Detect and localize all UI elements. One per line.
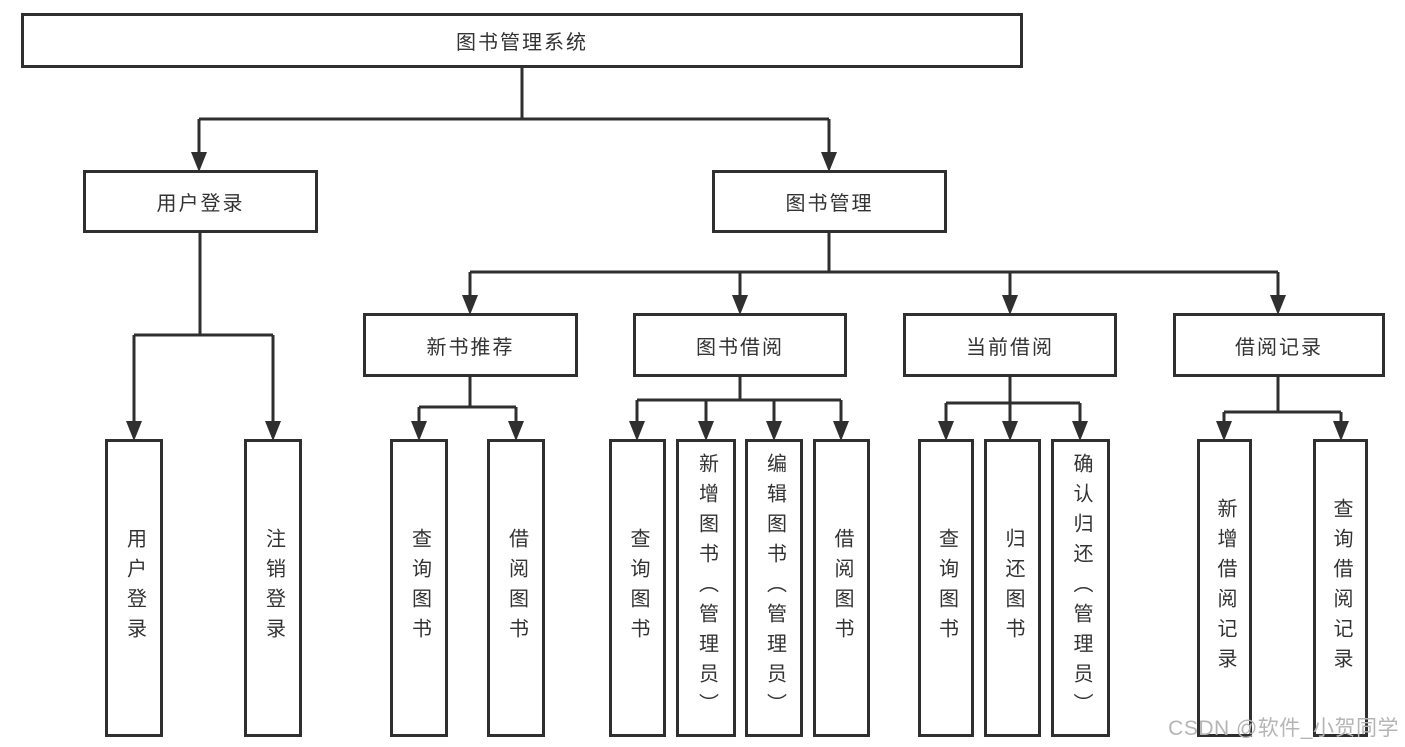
node-label: 编辑图书（管理员） — [763, 453, 786, 723]
node-label: 注销登录 — [262, 528, 285, 648]
node-book-management: 图书管理 — [712, 170, 947, 233]
node-label: 查询图书 — [408, 528, 431, 648]
node-borrowing-records: 借阅记录 — [1173, 313, 1385, 377]
node-label: 图书管理 — [785, 193, 874, 215]
leaf-add-book-admin: 新增图书（管理员） — [676, 439, 736, 737]
node-label: 查询图书 — [627, 528, 649, 648]
leaf-query-books-recommend: 查询图书 — [390, 439, 448, 737]
leaf-borrow-books-recommend: 借阅图书 — [487, 439, 545, 737]
node-label: 查询借阅记录 — [1330, 498, 1352, 678]
node-label: 图书管理系统 — [456, 32, 588, 54]
node-label: 新增借阅记录 — [1214, 498, 1236, 678]
leaf-query-books-current: 查询图书 — [918, 439, 974, 737]
node-new-book-recommend: 新书推荐 — [363, 313, 578, 377]
node-label: 借阅记录 — [1235, 336, 1323, 359]
node-label: 用户登录 — [156, 193, 245, 215]
leaf-query-borrow-record: 查询借阅记录 — [1313, 439, 1368, 737]
node-label: 新书推荐 — [426, 336, 515, 359]
node-label: 用户登录 — [123, 528, 146, 648]
leaf-user-login: 用户登录 — [105, 439, 163, 737]
leaf-edit-book-admin: 编辑图书（管理员） — [745, 439, 803, 737]
leaf-return-book: 归还图书 — [984, 439, 1041, 737]
csdn-watermark: CSDN @软件_小贺同学 — [1168, 717, 1399, 740]
node-user-login: 用户登录 — [83, 170, 318, 233]
node-label: 确认归还（管理员） — [1070, 453, 1092, 723]
leaf-add-borrow-record: 新增借阅记录 — [1197, 439, 1252, 737]
node-label: 查询图书 — [935, 528, 958, 648]
tree-edges — [126, 68, 1349, 441]
node-root-system: 图书管理系统 — [21, 13, 1023, 68]
leaf-query-books-borrowing: 查询图书 — [609, 439, 666, 737]
node-label: 归还图书 — [1002, 528, 1024, 648]
node-label: 新增图书（管理员） — [695, 453, 718, 723]
leaf-confirm-return-admin: 确认归还（管理员） — [1051, 439, 1110, 737]
node-book-borrowing: 图书借阅 — [633, 313, 847, 377]
node-label: 借阅图书 — [505, 528, 528, 648]
node-label: 当前借阅 — [966, 336, 1054, 359]
arrowheads — [126, 152, 1349, 441]
node-label: 借阅图书 — [831, 528, 853, 648]
leaf-borrow-books-borrowing: 借阅图书 — [813, 439, 870, 737]
leaf-logout: 注销登录 — [244, 439, 302, 737]
node-current-borrowing: 当前借阅 — [903, 313, 1117, 377]
node-label: 图书借阅 — [696, 336, 784, 359]
